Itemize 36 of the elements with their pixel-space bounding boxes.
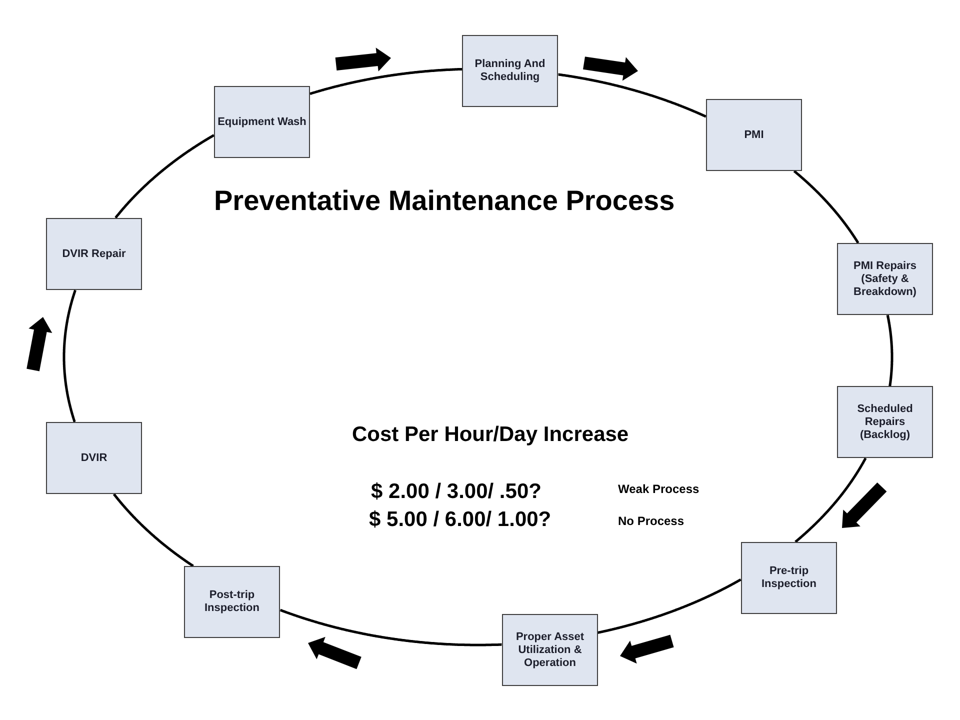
connector-line <box>886 314 894 388</box>
connector-line <box>309 68 463 95</box>
connector-line <box>114 134 215 219</box>
connector-line <box>597 578 742 634</box>
process-box <box>837 386 933 458</box>
connector-line <box>279 608 503 646</box>
process-label: Weak Process <box>618 481 700 497</box>
step-label: PMI <box>744 128 764 142</box>
process-box <box>184 566 280 638</box>
step-label: Post-trip Inspection <box>203 589 260 615</box>
process-box <box>214 86 310 158</box>
step-label: Equipment Wash <box>218 116 306 128</box>
process-box <box>462 35 558 107</box>
step-label: Planning And Scheduling <box>474 58 546 84</box>
process-label: No Process <box>618 513 684 529</box>
connector-line <box>112 493 194 568</box>
step-label: DVIR <box>80 452 108 464</box>
connector-line <box>794 457 867 543</box>
step-label: Proper Asset Utilization & Operation <box>514 630 586 670</box>
process-box <box>706 99 802 171</box>
cost-value: $ 5.00 / 6.00/ 1.00? <box>369 507 552 533</box>
cost-value: $ 2.00 / 3.00/ .50? <box>371 479 542 505</box>
connector-line <box>62 289 76 423</box>
process-box <box>46 218 142 290</box>
connector-line <box>557 73 707 118</box>
process-box <box>502 614 598 686</box>
step-label: DVIR Repair <box>62 248 126 260</box>
cost-heading: Cost Per Hour/Day Increase <box>352 422 629 448</box>
step-label: PMI Repairs (Safety & Breakdown) <box>852 260 918 298</box>
diagram-title: Preventative Maintenance Process <box>214 184 675 218</box>
process-box <box>741 542 837 614</box>
connector-line <box>793 170 860 244</box>
process-box <box>837 243 933 315</box>
step-label: Pre-trip Inspection <box>760 565 818 591</box>
step-label: Scheduled Repairs (Backlog) <box>856 402 914 442</box>
process-box <box>46 422 142 494</box>
